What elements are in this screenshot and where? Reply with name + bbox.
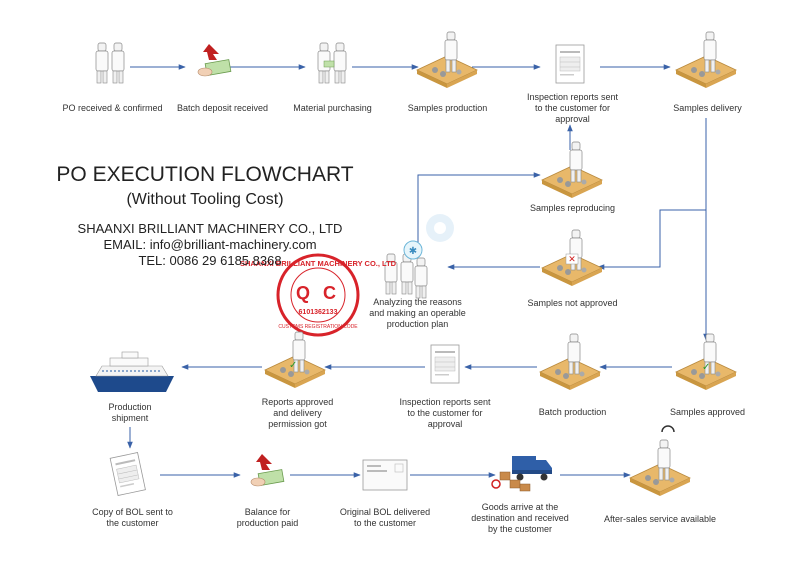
- stamp-center: Q C: [296, 283, 340, 303]
- label-batch-production: Batch production: [538, 407, 607, 417]
- label-material-purchasing: Material purchasing: [293, 103, 372, 113]
- company-email: EMAIL: info@brilliant-machinery.com: [103, 237, 317, 252]
- label-balance-paid: Balance for production paid: [236, 507, 299, 528]
- svg-text:✱: ✱: [409, 246, 417, 257]
- inspection-report-icon: [555, 44, 585, 84]
- arrow-to-reproducing: [417, 172, 541, 250]
- purchasing-icon: [317, 42, 347, 84]
- label-after-sales: After-sales service available: [603, 514, 717, 524]
- company-name: SHAANXI BRILLIANT MACHINERY CO., LTD: [77, 221, 343, 236]
- stamp-bottom: CUSTOMS REGISTRATION CODE: [278, 324, 358, 330]
- svg-text:✓: ✓: [702, 362, 710, 373]
- bol-copy-icon: [109, 452, 146, 497]
- label-production-shipment: Production shipment: [108, 402, 152, 423]
- label-reports-approved: Reports approved and delivery permission…: [261, 397, 334, 429]
- svg-text:✕: ✕: [568, 255, 576, 265]
- samples-not-approved-icon: ✕: [542, 230, 602, 286]
- envelope-icon: [362, 459, 408, 491]
- label-samples-delivery: Samples delivery: [673, 103, 742, 113]
- label-analyzing: Analyzing the reasons and making an oper…: [369, 297, 466, 329]
- label-batch-deposit: Batch deposit received: [176, 103, 269, 113]
- company-info: SHAANXI BRILLIANT MACHINERY CO., LTD EMA…: [60, 221, 360, 269]
- page-subtitle: (Without Tooling Cost): [126, 191, 284, 208]
- samples-approved-icon: ✓: [676, 334, 736, 390]
- label-samples-production: Samples production: [407, 103, 488, 113]
- stamp-number: 6101362133: [299, 309, 338, 316]
- company-tel: TEL: 0086 29 6185 8368: [138, 253, 282, 268]
- label-original-bol: Original BOL delivered to the customer: [339, 507, 431, 528]
- label-po-received: PO received & confirmed: [62, 103, 163, 113]
- label-samples-reproducing: Samples reproducing: [529, 203, 616, 213]
- samples-production-icon: [417, 32, 477, 88]
- label-copy-bol: Copy of BOL sent to the customer: [92, 507, 173, 528]
- arrow-to-not-approved: [597, 209, 706, 270]
- page-title: PO EXECUTION FLOWCHART: [56, 163, 354, 186]
- truck-icon: [491, 456, 552, 492]
- ship-icon: [90, 351, 174, 392]
- balance-paid-icon: [250, 453, 285, 487]
- money-hand-icon: [197, 43, 232, 77]
- label-inspection-reports-1: Inspection reports sent to the customer …: [526, 92, 619, 124]
- samples-reproducing-icon: [542, 142, 602, 198]
- handshake-icon: [95, 42, 125, 84]
- after-sales-service-icon: [630, 425, 690, 496]
- label-inspection-reports-2: Inspection reports sent to the customer …: [399, 397, 491, 429]
- watermark-logo-icon: [426, 214, 454, 242]
- svg-text:✓: ✓: [289, 360, 297, 371]
- inspection-report-2-icon: [430, 344, 460, 384]
- stamp-ring-text: SHAANXI BRILLIANT MACHINERY CO., LTD: [240, 259, 397, 268]
- reports-approved-icon: ✓: [265, 332, 325, 388]
- label-samples-approved: Samples approved: [669, 407, 746, 417]
- batch-production-icon: [540, 334, 600, 390]
- label-goods-arrive: Goods arrive at the destination and rece…: [471, 502, 569, 534]
- samples-delivery-icon: [676, 32, 736, 88]
- analyzing-icon: ✱: [384, 240, 428, 299]
- qc-stamp: SHAANXI BRILLIANT MACHINERY CO., LTD Q C…: [240, 253, 397, 337]
- label-samples-not-approved: Samples not approved: [527, 298, 618, 308]
